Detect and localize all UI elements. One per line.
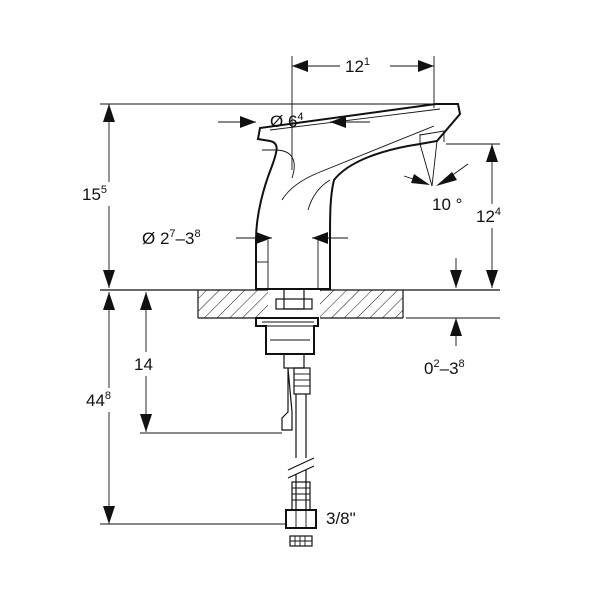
dim-spout-length: 121 (291, 54, 435, 170)
svg-text:Ø 64: Ø 64 (270, 111, 304, 131)
dim-thread-depth-value: 14 (134, 355, 153, 374)
dim-overall-height: 155 (76, 103, 436, 288)
svg-text:124: 124 (476, 206, 501, 226)
dim-thread-depth: 14 (132, 292, 282, 434)
dim-outer-diameter: Ø 64 (218, 111, 370, 131)
dim-hose-length-value: 44 (86, 391, 105, 410)
label-connection-value: 3/8" (326, 509, 356, 528)
dim-outer-diameter-value: 6 (288, 112, 297, 131)
svg-text:448: 448 (86, 390, 111, 410)
dim-hose-length: 448 (84, 292, 286, 525)
dim-overall-height-sup: 5 (101, 184, 107, 196)
dim-outer-diameter-sup: 4 (297, 111, 303, 123)
dim-shank-diameter-b: 3 (185, 229, 194, 248)
shank-assembly (255, 288, 319, 369)
supply-hose (281, 367, 317, 547)
label-connection: 3/8" (326, 509, 356, 528)
dim-spout-length-sup: 1 (364, 56, 370, 68)
dim-shank-diameter-a-sup: 7 (169, 228, 175, 240)
dim-outer-diameter-prefix: Ø (270, 112, 288, 131)
dim-deck-thickness-a: 0 (424, 359, 433, 378)
svg-text:Ø 27–38: Ø 27–38 (142, 228, 201, 248)
dim-hose-length-sup: 8 (105, 390, 111, 402)
dim-spout-length-value: 12 (345, 57, 364, 76)
dim-shank-diameter: Ø 27–38 (142, 228, 348, 248)
dim-overall-height-value: 15 (82, 185, 101, 204)
svg-text:155: 155 (82, 184, 107, 204)
dim-deck-thickness: 02–38 (406, 317, 500, 378)
dim-deck-thickness-b-sup: 8 (459, 358, 465, 370)
dim-shank-diameter-prefix: Ø (142, 229, 160, 248)
dim-shank-diameter-b-sup: 8 (194, 228, 200, 240)
dim-deck-thickness-a-sup: 2 (433, 358, 439, 370)
svg-text:02–38: 02–38 (424, 358, 465, 378)
svg-text:121: 121 (345, 56, 370, 76)
dim-deck-thickness-b: 3 (449, 359, 458, 378)
dim-spout-angle-value: 10 ° (432, 195, 462, 214)
countertop (100, 289, 500, 319)
dim-spout-height-sup: 4 (495, 206, 501, 218)
dim-spout-angle: 10 ° (403, 140, 469, 214)
faucet-body (255, 103, 462, 290)
dim-spout-height-value: 12 (476, 207, 495, 226)
dim-shank-diameter-a: 2 (160, 229, 169, 248)
dim-spout-height: 124 (446, 143, 514, 288)
dim-shank-diameter-dash: – (176, 229, 186, 248)
dim-deck-thickness-dash: – (440, 359, 450, 378)
